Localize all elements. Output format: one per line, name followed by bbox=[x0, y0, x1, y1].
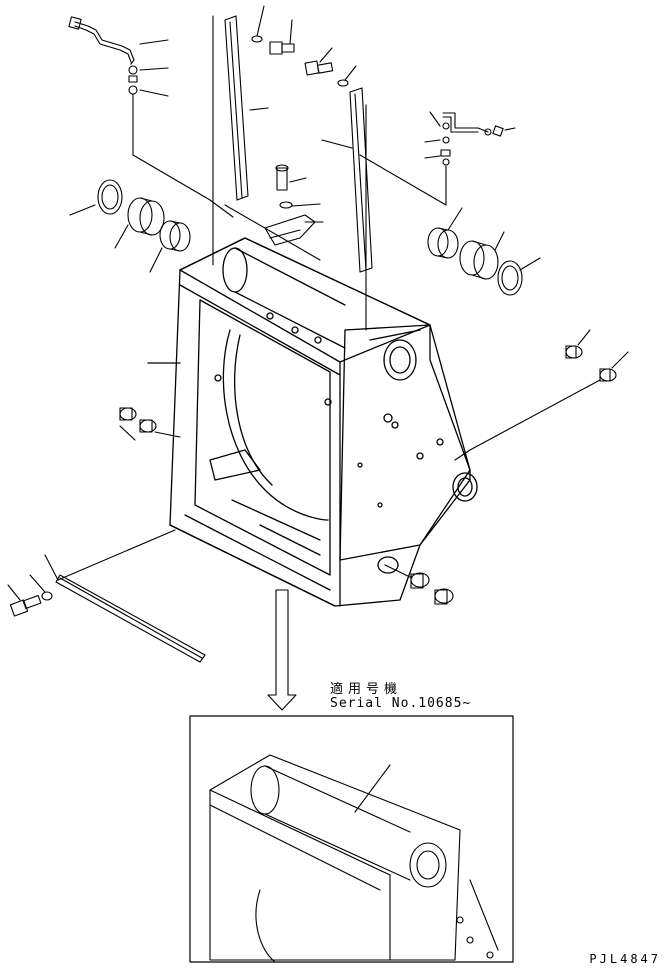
bushing-group-bottom bbox=[384, 564, 454, 605]
inset-frame-detail bbox=[189, 715, 514, 963]
radiator-guard-frame bbox=[147, 237, 478, 607]
pipe-assembly-left bbox=[68, 16, 169, 97]
bottom-bolt-washer bbox=[7, 574, 53, 617]
plate-leader-lines bbox=[212, 15, 367, 331]
vertical-seal-plate-right bbox=[321, 87, 373, 273]
bearing-group-right bbox=[427, 207, 541, 296]
bolt-washer-top-right bbox=[304, 47, 357, 87]
down-arrow-icon bbox=[267, 589, 297, 711]
leader-lines-left bbox=[132, 93, 234, 218]
applicable-serial-note-japanese: 適用号機 bbox=[330, 682, 403, 697]
bottom-seal-strip bbox=[44, 529, 206, 663]
center-bracket-with-bolt bbox=[264, 164, 324, 246]
bushing-group-left bbox=[119, 407, 181, 441]
pipe-assembly-right bbox=[359, 111, 516, 206]
applicable-serial-note: Serial No.10685~ bbox=[330, 696, 472, 711]
bearing-group-left bbox=[69, 179, 191, 273]
bushing-group-right bbox=[454, 329, 629, 461]
vertical-seal-plate-left bbox=[224, 15, 269, 201]
drawing-code: PJL4847 bbox=[589, 952, 661, 966]
bolt-washer-top-center bbox=[251, 5, 295, 55]
